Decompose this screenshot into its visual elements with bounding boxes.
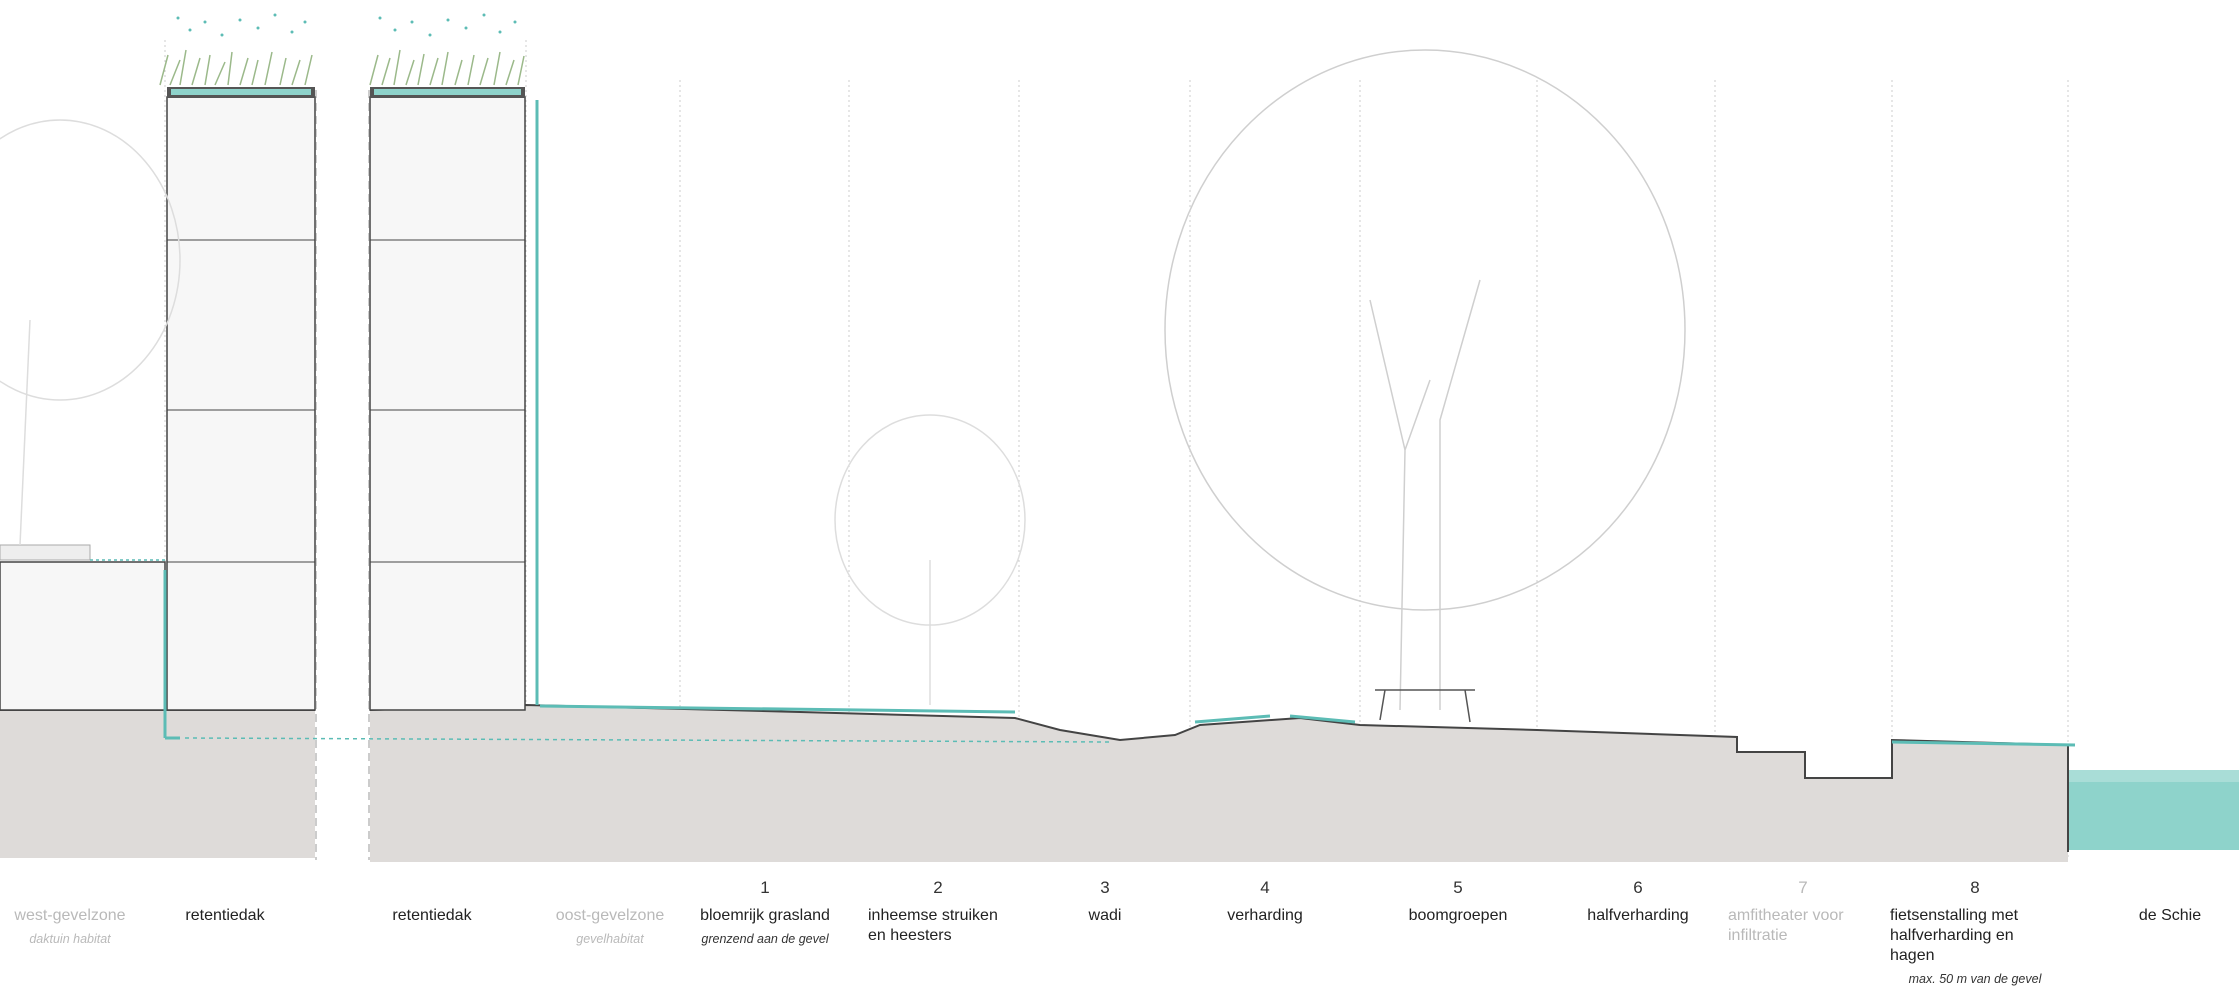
zone-number: 1 bbox=[760, 878, 770, 897]
zone-label: oost-gevelzone bbox=[555, 907, 665, 924]
zone-number: 3 bbox=[1100, 878, 1110, 897]
zone-7: 7 amfitheater voor infiltratie bbox=[1728, 878, 1878, 946]
zone-de-schie: de Schie bbox=[2110, 906, 2230, 926]
amphitheater-steps bbox=[1736, 737, 1785, 753]
zone-5: 5 boomgroepen bbox=[1388, 878, 1528, 926]
roof-greenery bbox=[159, 49, 525, 86]
west-tree bbox=[0, 119, 181, 546]
zone-sublabel: grenzend aan de gevel bbox=[701, 932, 829, 946]
zone-sublabel: daktuin habitat bbox=[29, 932, 111, 946]
zone-number: 7 bbox=[1798, 878, 1808, 897]
zone-label: boomgroepen bbox=[1408, 907, 1508, 924]
bench bbox=[1375, 689, 1475, 723]
west-terrace bbox=[0, 544, 166, 711]
zone-label: retentiedak bbox=[392, 907, 472, 924]
zone-label: verharding bbox=[1227, 907, 1303, 924]
zone-retentiedak-east: retentiedak bbox=[372, 906, 492, 926]
zone-2: 2 inheemse struiken en heesters bbox=[868, 878, 1008, 946]
zone-number: 6 bbox=[1633, 878, 1643, 897]
zone-3: 3 wadi bbox=[1035, 878, 1175, 926]
zone-oost-gevelzone: oost-gevelzone gevelhabitat bbox=[540, 906, 680, 946]
zone-4: 4 verharding bbox=[1195, 878, 1335, 926]
zone-label: de Schie bbox=[2138, 907, 2202, 924]
zone-8: 8 fietsenstalling met halfverharding en … bbox=[1890, 878, 2060, 986]
zone-6: 6 halfverharding bbox=[1568, 878, 1708, 926]
zone-label: amfitheater voor infiltratie bbox=[1728, 907, 1844, 944]
zone-label: inheemse struiken en heesters bbox=[868, 907, 998, 944]
zone-sublabel: max. 50 m van de gevel bbox=[1908, 972, 2042, 986]
zone-label: bloemrijk grasland bbox=[700, 907, 830, 924]
zone-1: 1 bloemrijk grasland grenzend aan de gev… bbox=[690, 878, 840, 946]
section-break bbox=[315, 90, 370, 860]
zone-number: 8 bbox=[1970, 878, 1980, 897]
building-east bbox=[369, 87, 526, 711]
large-tree bbox=[1164, 49, 1686, 711]
zone-number: 4 bbox=[1260, 878, 1270, 897]
zone-west-gevelzone: west-gevelzone daktuin habitat bbox=[0, 906, 140, 946]
rain-drops bbox=[176, 13, 517, 37]
zone-label: retentiedak bbox=[185, 907, 265, 924]
small-tree bbox=[834, 414, 1026, 705]
zone-label: halfverharding bbox=[1587, 907, 1689, 924]
zone-sublabel: gevelhabitat bbox=[576, 932, 644, 946]
zone-label: fietsenstalling met halfverharding en ha… bbox=[1890, 907, 2019, 964]
zone-retentiedak-west: retentiedak bbox=[165, 906, 285, 926]
zone-number: 2 bbox=[933, 878, 943, 897]
zone-number: 5 bbox=[1453, 878, 1463, 897]
building-west bbox=[166, 87, 316, 711]
water-flow bbox=[163, 100, 2076, 747]
zone-label: west-gevelzone bbox=[14, 907, 126, 924]
zone-label: wadi bbox=[1088, 907, 1122, 924]
river-water bbox=[2067, 745, 2239, 852]
ground-section bbox=[0, 703, 2069, 862]
